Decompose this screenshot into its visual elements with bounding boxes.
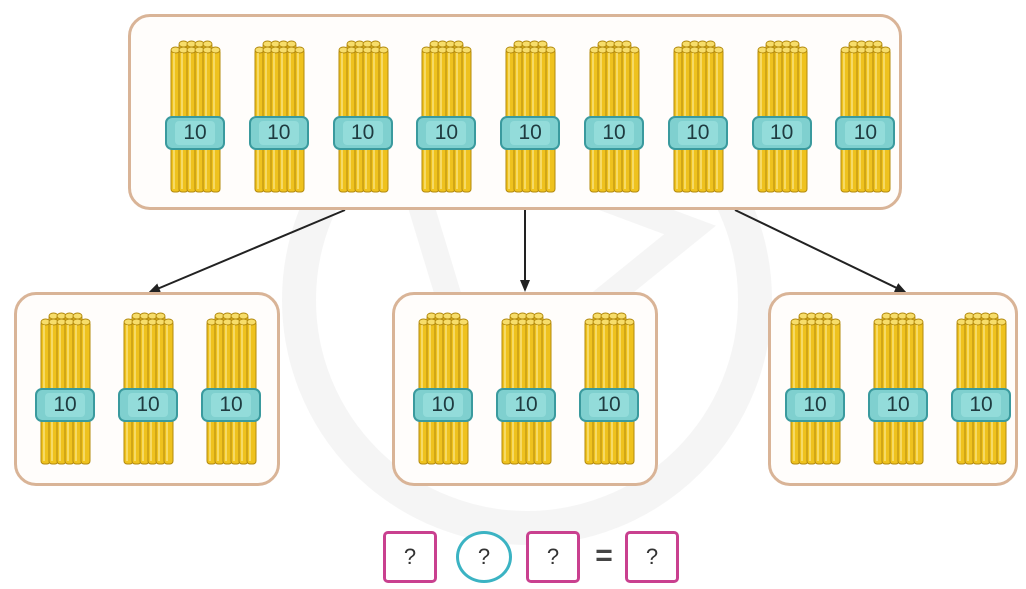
stick-bundle: 10	[951, 311, 1011, 467]
bundle-label: 10	[514, 393, 538, 416]
stick-bundle: 10	[332, 39, 393, 195]
bundle-label: 10	[219, 393, 243, 416]
stick-bundle: 10	[785, 311, 845, 467]
stick-bundle-icon	[868, 312, 928, 465]
bundle-label: 10	[136, 393, 160, 416]
stick-bundle-icon	[579, 312, 639, 465]
arrow-to-left-group	[148, 209, 346, 293]
stick-bundle: 10	[165, 39, 225, 195]
bundle-label: 10	[602, 121, 626, 144]
stick-bundle: 10	[496, 311, 556, 467]
bundle-label: 10	[686, 121, 710, 144]
stick-bundle: 10	[500, 39, 561, 195]
stick-bundle: 10	[751, 39, 812, 195]
stick-bundle-icon	[416, 40, 477, 193]
stick-bundle: 10	[579, 311, 639, 467]
stick-bundle-icon	[500, 40, 561, 193]
bundle-label: 10	[886, 393, 910, 416]
stick-bundle: 10	[248, 39, 309, 195]
stick-bundle: 10	[201, 311, 261, 467]
stick-bundle-icon	[667, 40, 728, 193]
stick-bundle-icon	[584, 40, 644, 193]
stick-bundle-icon	[201, 312, 261, 465]
stick-bundle-icon	[951, 312, 1011, 465]
stick-bundle-icon	[751, 40, 812, 193]
top-group-box: 10 10 10 10 10 10 10 10 10	[128, 14, 902, 210]
arrow-to-right-group	[734, 209, 907, 293]
stick-bundle: 10	[118, 311, 178, 467]
stick-bundle: 10	[584, 39, 644, 195]
equals-sign: =	[595, 539, 613, 572]
bundle-label: 10	[803, 393, 827, 416]
stick-bundle: 10	[413, 311, 473, 467]
stick-bundle: 10	[868, 311, 928, 467]
bundle-label: 10	[853, 121, 878, 144]
bundle-label: 10	[518, 121, 542, 144]
stick-bundle-icon	[496, 312, 556, 465]
bundle-label: 10	[769, 121, 794, 144]
right-group-box: 10 10 10	[768, 292, 1018, 486]
stick-bundle: 10	[35, 311, 95, 467]
equation-first-box[interactable]: ?	[383, 531, 437, 583]
bundle-label: 10	[969, 393, 993, 416]
stick-bundle: 10	[416, 39, 477, 195]
stick-bundle-icon	[332, 40, 393, 193]
middle-group-box: 10 10 10	[392, 292, 658, 486]
bundle-label: 10	[434, 121, 459, 144]
stick-bundle-icon	[35, 312, 95, 465]
stick-bundle-icon	[785, 312, 845, 465]
stick-bundle-icon	[413, 312, 473, 465]
stick-bundle: 10	[835, 39, 896, 195]
bundle-label: 10	[431, 393, 455, 416]
bundle-label: 10	[597, 393, 621, 416]
stick-bundle-icon	[165, 40, 225, 193]
stick-bundle-icon	[118, 312, 178, 465]
bundle-label: 10	[53, 393, 77, 416]
stick-bundle-icon	[248, 40, 309, 193]
bundle-label: 10	[350, 121, 375, 144]
equation-result-box[interactable]: ?	[625, 531, 679, 583]
equation-second-box[interactable]: ?	[526, 531, 580, 583]
bundle-label: 10	[183, 121, 207, 144]
left-group-box: 10 10 10	[14, 292, 280, 486]
stick-bundle: 10	[667, 39, 728, 195]
bundle-label: 10	[267, 121, 291, 144]
equation-operator-circle[interactable]: ?	[456, 531, 512, 583]
stick-bundle-icon	[835, 40, 896, 193]
